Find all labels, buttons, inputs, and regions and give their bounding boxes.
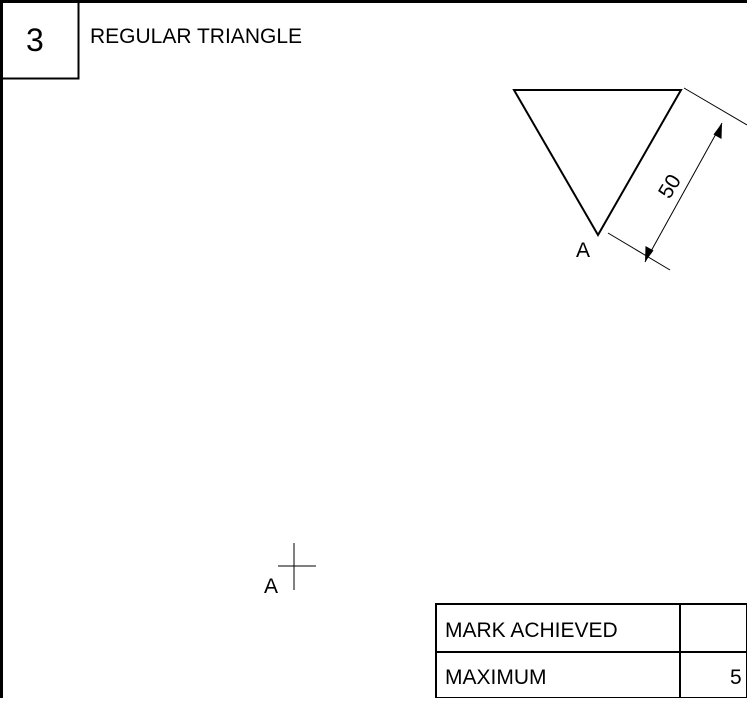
question-number: 3: [26, 22, 44, 58]
extension-line-bottom: [607, 232, 671, 271]
question-number-box: [0, 0, 80, 80]
vertex-label-given: A: [576, 239, 591, 262]
maximum-label: MAXIMUM: [445, 666, 547, 689]
dimension-arrow-top: [713, 123, 722, 139]
dimension-line: [644, 122, 723, 263]
question-title: REGULAR TRIANGLE: [90, 25, 302, 48]
given-triangle: [512, 89, 683, 238]
vertex-label-start: A: [264, 575, 279, 598]
maximum-value: 5: [730, 666, 742, 689]
extension-line-top: [683, 87, 747, 126]
dimension-arrow-bottom: [645, 246, 654, 262]
mark-achieved-label: MARK ACHIEVED: [445, 619, 618, 642]
